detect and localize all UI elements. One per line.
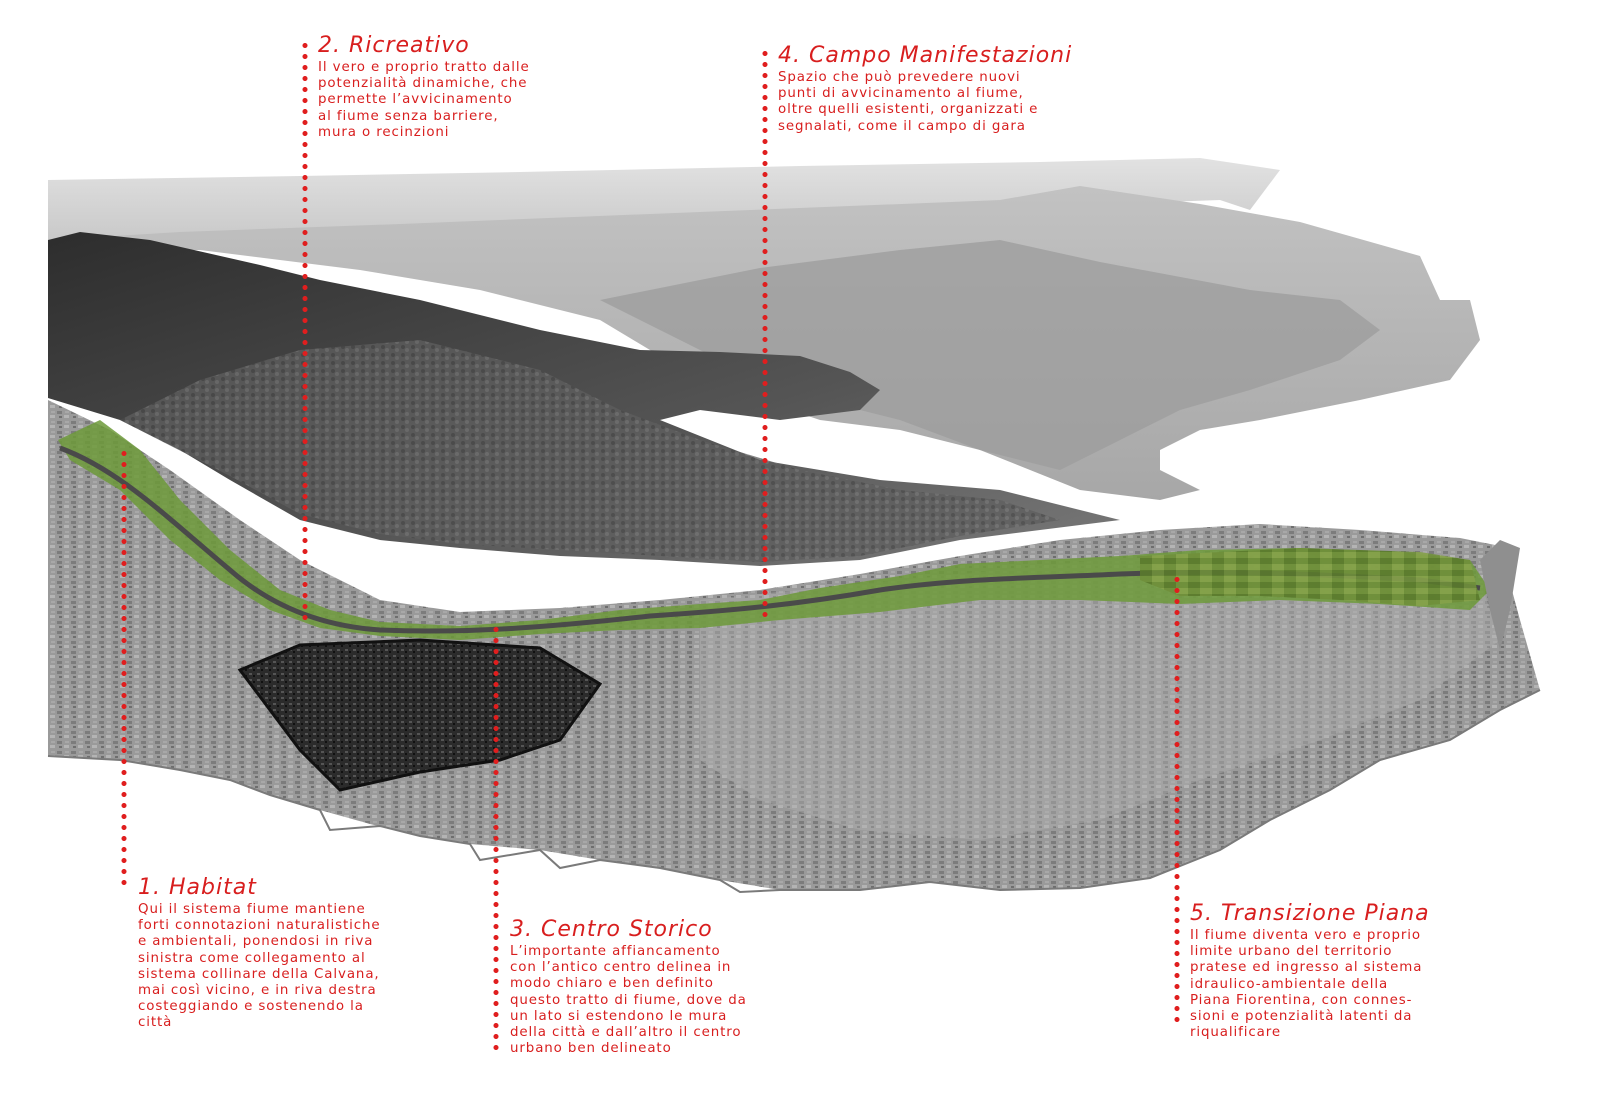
river-green-corridor — [58, 420, 1490, 640]
distant-haze — [48, 158, 1280, 240]
photo-cut-edge — [47, 689, 1541, 894]
mid-hills — [600, 240, 1380, 470]
callout-title: 2. Ricreativo — [318, 33, 470, 58]
leader-line-transizione-piana — [1174, 574, 1180, 1026]
city-lighter-east — [700, 560, 1500, 840]
callout-transizione-piana: 5. Transizione Piana Il fiume diventa ve… — [1190, 902, 1510, 1041]
historic-centre-walls — [237, 638, 603, 792]
callout-centro-storico: 3. Centro Storico L’importante affiancam… — [510, 918, 830, 1057]
callout-ricreativo: 2. Ricreativo Il vero e proprio tratto d… — [318, 34, 618, 141]
river-outflow — [1480, 540, 1520, 650]
leader-line-centro-storico — [493, 624, 499, 1054]
callout-title: 5. Transizione Piana — [1190, 901, 1430, 926]
callout-text: L’importante affiancamento con l’antico … — [510, 944, 747, 1057]
callout-text: Il vero e proprio tratto dalle potenzial… — [318, 60, 530, 140]
mountain-forest-slope — [120, 340, 1060, 562]
callout-text: Il fiume diventa vero e proprio limite u… — [1190, 928, 1423, 1041]
leader-line-ricreativo — [302, 40, 308, 620]
callout-text: Qui il sistema fiume mantiene forti conn… — [138, 902, 381, 1031]
east-farm-fields — [1140, 548, 1480, 606]
callout-text: Spazio che può prevedere nuovi punti di … — [778, 70, 1039, 134]
callout-title: 1. Habitat — [138, 875, 257, 900]
leader-line-campo-manifestazioni — [762, 48, 768, 618]
callout-habitat: 1. Habitat Qui il sistema fiume mantiene… — [138, 876, 438, 1032]
leader-line-habitat — [121, 448, 127, 888]
callout-title: 3. Centro Storico — [510, 917, 713, 942]
callout-campo-manifestazioni: 4. Campo Manifestazioni Spazio che può p… — [778, 44, 1118, 135]
callout-title: 4. Campo Manifestazioni — [778, 43, 1073, 68]
